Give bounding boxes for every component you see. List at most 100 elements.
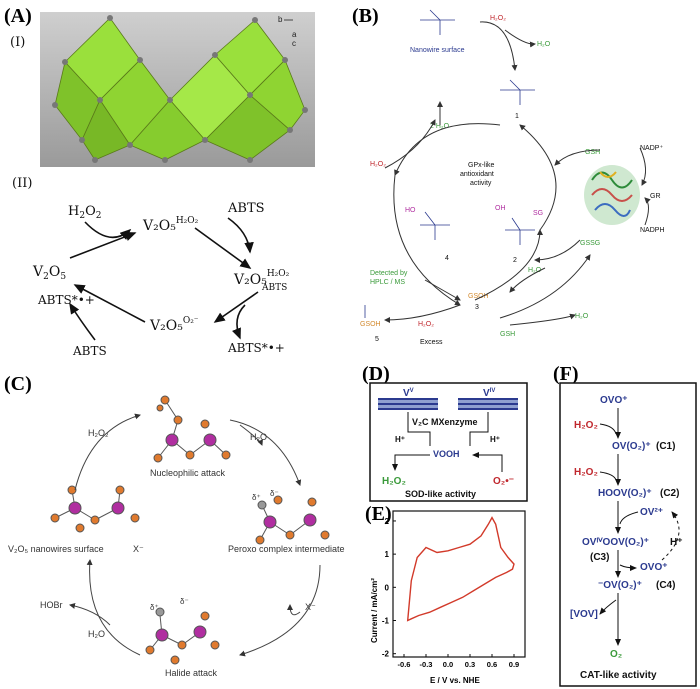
v2o5-cycle: H2O2 V₂O₅H₂O₂ ABTS V₂O₅H₂O₂ ABTS V2O5 AB… [32,201,290,358]
cv-curve [406,516,515,622]
f-ov2: OV²⁺ [640,507,663,518]
v2o5-cycle-arrows [69,217,259,341]
f-c4: (C4) [656,580,675,591]
molecule-peroxo [255,495,330,545]
f-ovo-top: OVO⁺ [600,395,628,406]
d-arrows [392,412,503,472]
b-ho: HO [405,207,416,214]
f-o2: O₂ [610,649,622,660]
gr-enzyme-icon [584,165,640,225]
b-h2o2-bottom: H₂O₂ [418,321,434,328]
f-c2: (C2) [660,488,679,499]
b-species-5: 5 [375,336,379,343]
panel-e-label: (E) [365,503,392,525]
panel-a-sub1: (I) [10,35,25,50]
f-c3-species: OVᴵⱽOOV(O₂)⁺ [582,537,649,548]
chart-y-ticks: 210-1-2 [382,517,396,659]
b-two-h2o: 2 H₂O [430,123,450,130]
x-tick-label: 0.3 [465,660,475,669]
molecule-nucleophilic [153,395,231,463]
c-delta-plus-2: δ⁺ [150,603,159,612]
gpx-line3: activity [470,180,492,187]
cycle-bottom-species: V₂O₅O₂⁻ [149,316,199,334]
panel-c: (C) H₂O₂ H₂O Nucleophilic attack Peroxo … [4,373,345,678]
chart-x-axis-label: E / V vs. NHE [430,676,480,685]
cycle-right-species: V₂O₅H₂O₂ [233,269,290,288]
x-tick-label: 0.6 [487,660,497,669]
c-hobr: HOBr [40,600,63,610]
chart-y-axis-label: Current / mA/cm² [370,578,379,643]
b-sg: SG [533,210,543,217]
y-tick-label: -2 [382,650,390,659]
c-delta-plus: δ⁺ [252,493,261,502]
d-v4-label: VIV [483,388,495,399]
d-mxenzyme: V₂C MXenzyme [412,417,478,427]
axis-c-label: c [292,39,296,48]
b-intermediate-3: 3 [475,304,479,311]
f-h2o2-2: H₂O₂ [574,467,598,478]
b-gssg: GSSG [580,240,600,247]
f-c3: (C3) [590,552,609,563]
c-delta-minus-2: δ⁻ [180,597,189,606]
d-v5-label: VV [403,388,414,399]
panel-f-frame [559,382,697,687]
d-vooh: VOOH [433,449,460,459]
b-gsh-bottom: GSH [500,331,515,338]
axis-b-label: b [278,15,283,24]
chart-plot-area [392,510,526,658]
y-tick-label: 2 [385,517,390,526]
cycle-h2o2-input: H2O2 [68,204,101,221]
panel-a-sub2: (II) [12,176,32,191]
cycle-abts-top: ABTS [227,201,265,216]
f-c1-species: OV(O₂)⁺ [612,441,651,452]
c-x-minus-right: X⁻ [305,602,316,612]
f-arrows [599,408,680,646]
b-h2o-mid: H₂O [528,267,542,274]
f-caption: CAT-like activity [580,670,657,681]
x-tick-label: 0.9 [509,660,519,669]
b-nadph: NADPH [640,227,665,234]
panel-f: (F) OVO⁺ H₂O₂ OV(O₂)⁺ (C1) H₂O₂ HOOV(O₂)… [553,363,697,687]
molecule-halide [145,607,220,665]
axis-a-label: a [292,30,297,39]
nanowire-surface-label: Nanowire surface [410,47,465,54]
mxene-layers [378,398,518,410]
c-h2o-top: H₂O [250,432,267,442]
c-cycle-arrows [69,413,321,657]
panel-a: (A) (I) b a c (II) [4,5,315,358]
panel-c-label: (C) [4,373,32,395]
f-vov: [VOV] [570,609,598,620]
c-surface: V₂O₅ nanowires surface [8,544,104,554]
b-h2o-bottom: H₂O [575,313,589,320]
d-h2o2: H₂O₂ [382,476,406,487]
b-excess: Excess [420,339,443,346]
panel-f-label: (F) [553,363,579,385]
cycle-top-species: V₂O₅H₂O₂ [142,216,199,234]
f-c2-species: HOOV(O₂)⁺ [598,488,652,499]
c-peroxo: Peroxo complex intermediate [228,544,345,554]
d-h-plus-right: H⁺ [490,435,500,444]
f-h2o2-1: H₂O₂ [574,420,598,431]
x-tick-label: 0.0 [443,660,453,669]
b-intermediate-2: 2 [513,257,517,264]
b-vanadate-structures [364,9,535,318]
b-h2o-top: H₂O [537,41,551,48]
b-h2o2-left: H₂O₂ [370,161,386,168]
b-intermediate-4: 4 [445,255,449,262]
panel-b-label: (B) [352,5,379,27]
b-gsh-top: GSH [585,149,600,156]
x-tick-label: -0.6 [398,660,411,669]
panel-d-label: (D) [362,363,390,385]
crystal-structure-atoms [52,15,308,163]
cycle-left-species: V2O5 [32,264,66,282]
cycle-right-subscript: ABTS [261,283,287,293]
b-detected-2: HPLC / MS [370,279,405,286]
c-h2o-bottom: H₂O [88,629,105,639]
d-caption: SOD-like activity [405,489,476,499]
cycle-abts-radical-right: ABTS*•+ [227,341,285,355]
panel-d: (D) VV VIV V₂C MXenzyme H⁺ H⁺ VOOH H₂O₂ … [362,363,528,502]
b-oh: OH [495,205,506,212]
c-h2o2: H₂O₂ [88,428,109,438]
